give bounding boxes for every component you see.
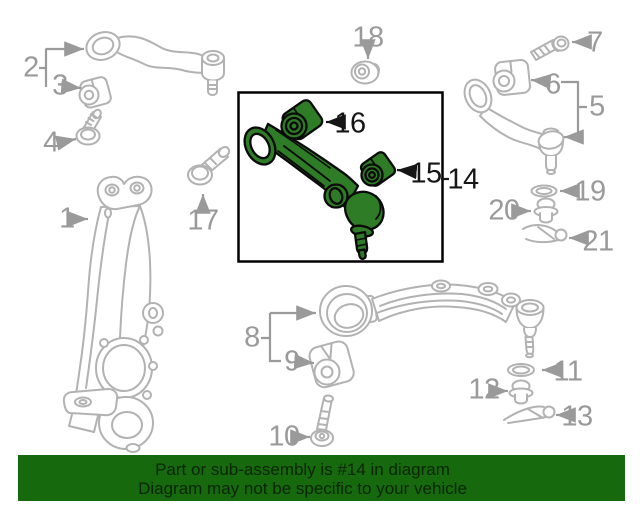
callout-14-label: 14 xyxy=(447,163,479,196)
arrow-to-part-15 xyxy=(396,163,418,180)
arrow-to-part-6 xyxy=(530,73,552,90)
callout-7-label: 7 xyxy=(587,26,603,59)
callout-6-label: 6 xyxy=(545,68,561,101)
bolt-10 xyxy=(310,394,334,447)
arrow-to-part-9 xyxy=(293,353,315,370)
callout-20-label: 20 xyxy=(488,194,520,227)
callout-15-label: 15 xyxy=(410,157,442,190)
callout-18-label: 18 xyxy=(352,21,384,54)
callout-16-label: 16 xyxy=(334,107,366,140)
lower-rear-control-arm xyxy=(319,279,545,359)
callout-10-label: 10 xyxy=(268,420,300,453)
washer-11 xyxy=(507,363,535,377)
cotter-pin-21 xyxy=(522,224,568,244)
callout-9-label: 9 xyxy=(284,345,300,378)
callout-2-label: 2 xyxy=(23,51,39,84)
callout-8-label: 8 xyxy=(244,321,260,354)
bolt-4 xyxy=(75,108,102,146)
bracket-part-2 xyxy=(39,41,84,87)
bolt-7 xyxy=(530,35,570,61)
bracket-part-8 xyxy=(261,305,316,363)
banner-line-2: Diagram may not be specific to your vehi… xyxy=(138,479,467,498)
upper-rear-control-arm xyxy=(463,78,565,175)
callout-3-label: 3 xyxy=(52,69,68,102)
callout-12-label: 12 xyxy=(468,373,500,406)
highlighted-lower-control-arm-14 xyxy=(243,99,397,261)
castle-nut-12 xyxy=(508,379,534,405)
callout-21-label: 21 xyxy=(582,225,614,258)
notice-banner: Part or sub-assembly is #14 in diagram D… xyxy=(18,455,625,501)
washer-19 xyxy=(530,184,558,198)
bolt-17 xyxy=(187,146,231,186)
callout-1-label: 1 xyxy=(59,202,75,235)
upper-front-control-arm xyxy=(85,31,225,96)
arrow-to-part-3 xyxy=(60,78,82,95)
callout-19-label: 19 xyxy=(574,175,606,208)
banner-line-1: Part or sub-assembly is #14 in diagram xyxy=(155,460,450,479)
callout-13-label: 13 xyxy=(561,400,593,433)
arrow-to-part-4 xyxy=(55,135,77,151)
callout-11-label: 11 xyxy=(553,355,583,388)
bracket-part-5 xyxy=(561,80,587,145)
rear-arm-bushing xyxy=(492,59,531,96)
callout-17-label: 17 xyxy=(187,204,219,237)
castle-nut-20 xyxy=(533,197,559,224)
steering-knuckle xyxy=(62,175,164,453)
callout-4-label: 4 xyxy=(43,126,59,159)
nut-18 xyxy=(350,60,380,85)
bushing-9 xyxy=(308,340,355,389)
front-arm-bushing xyxy=(78,76,112,109)
cotter-pin-13 xyxy=(503,405,556,424)
callout-5-label: 5 xyxy=(589,90,605,123)
